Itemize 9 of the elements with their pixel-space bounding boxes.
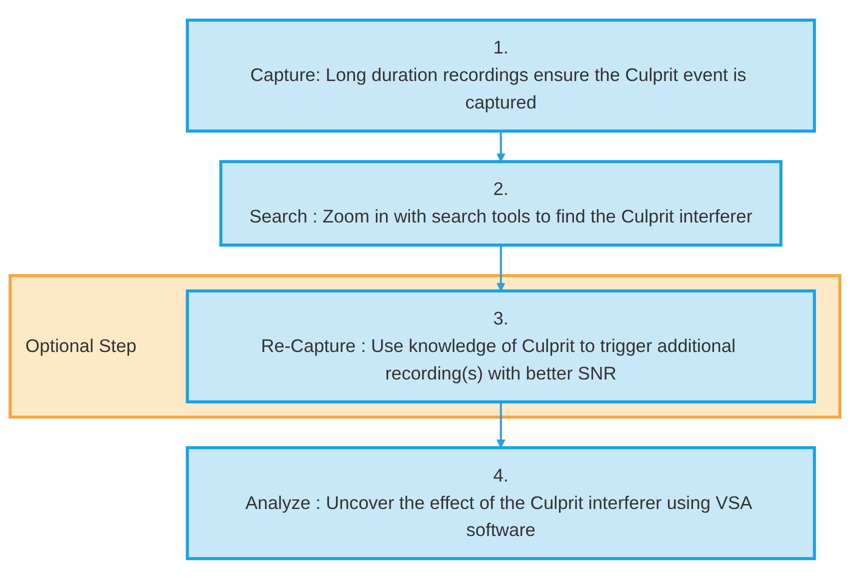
node-box [186,289,816,404]
arrow [496,401,506,448]
cluster [8,274,842,418]
arrow [496,244,506,291]
node-box [219,160,782,246]
node-box [186,18,816,132]
flowchart-drawing: Optional Step 1. Capture: Long duration recordings ensure the Culprit event is captured 2. Search : Zoom in with search tools to find the Culprit interferer 3. Re-Capture : Use knowledge of Culprit to trigger additional recording(s) with better SNR 4. Analyze : Uncover the effect of the Culprit interferer using VSA software [2,12,848,566]
arrow [496,130,506,162]
node-box [186,446,816,560]
